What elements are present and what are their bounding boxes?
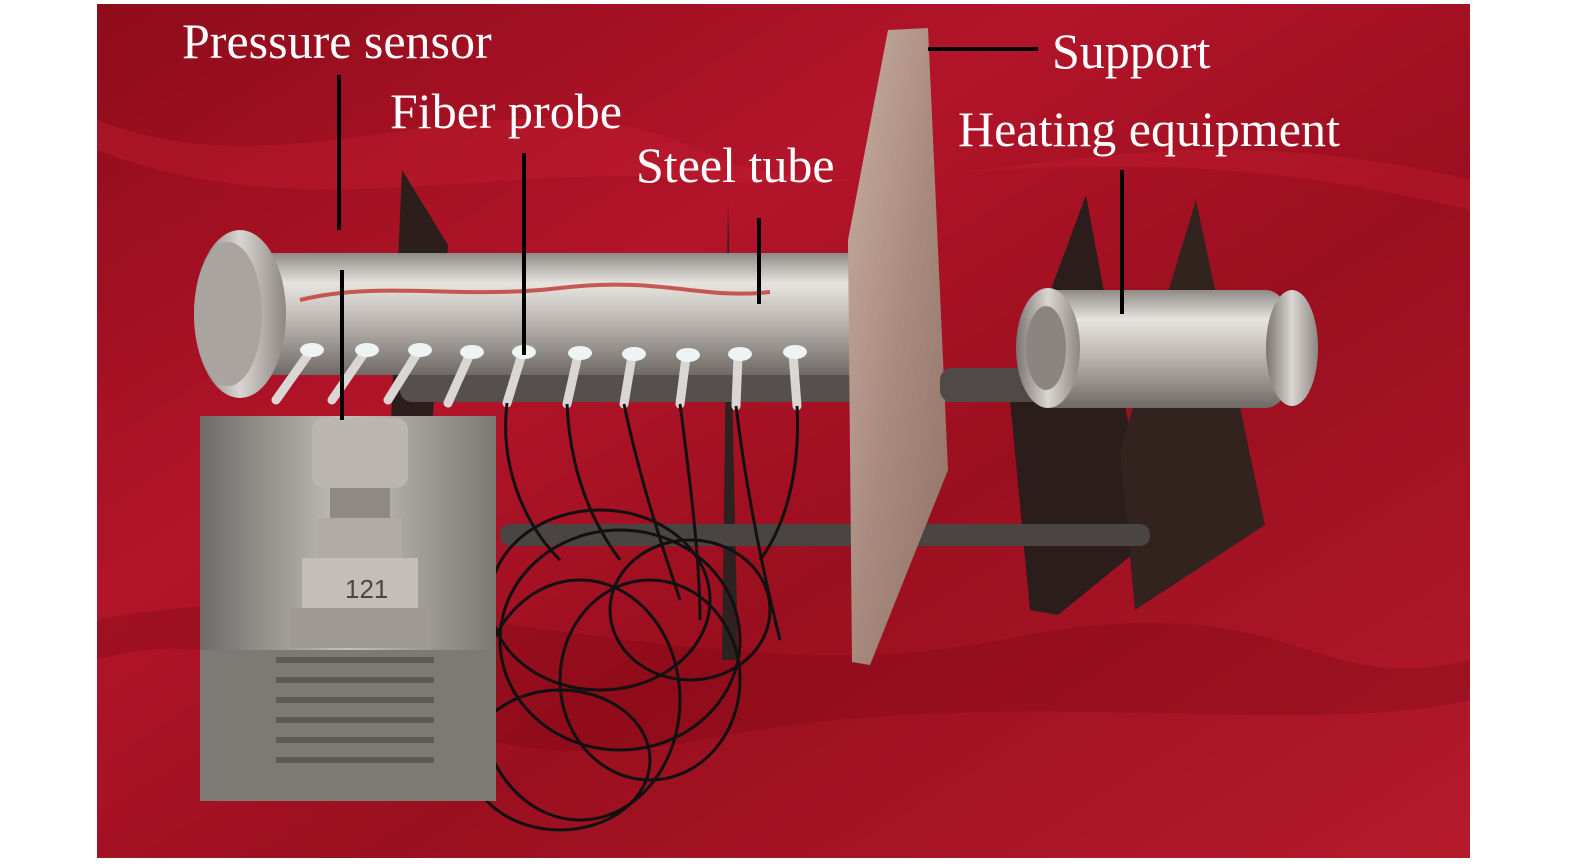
label-heating-equipment: Heating equipment: [958, 101, 1340, 157]
label-support: Support: [1052, 23, 1211, 79]
label-fiber-probe: Fiber probe: [390, 83, 622, 139]
lower-rod: [500, 524, 1150, 546]
velvet-fold: [97, 118, 1470, 210]
label-steel-tube: Steel tube: [636, 137, 835, 193]
probe-caps: [300, 343, 807, 362]
leader-lines: [337, 47, 1124, 420]
pressure-sensor-inset: 121: [200, 416, 496, 801]
steel-tube: [245, 253, 895, 375]
heating-ring-right: [1266, 290, 1318, 406]
heating-equipment-body: [1035, 290, 1285, 408]
tube-marker-writing: [299, 282, 771, 302]
label-pressure-sensor: Pressure sensor: [182, 13, 492, 69]
heating-ring-left-bore: [1026, 306, 1066, 390]
fiber-probes: [271, 347, 802, 411]
tube-end-face: [194, 242, 262, 386]
support-plate: [848, 28, 948, 665]
sensor-engraving: 121: [345, 574, 388, 604]
